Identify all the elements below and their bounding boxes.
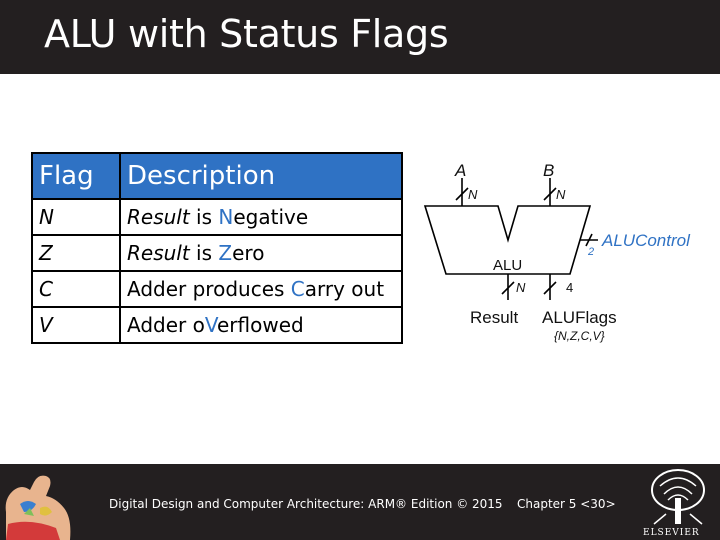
header-flag: Flag <box>31 152 121 200</box>
header-description: Description <box>119 152 403 200</box>
alu-body <box>423 205 592 275</box>
footer-bar: Digital Design and Computer Architecture… <box>0 464 720 540</box>
footer-book-title: Digital Design and Computer Architecture… <box>109 497 503 511</box>
footer-chapter: Chapter 5 <30> <box>517 497 616 511</box>
table-row: V Adder oVerflowed <box>31 306 403 344</box>
slide-title: ALU with Status Flags <box>44 12 449 56</box>
control-slash <box>585 233 593 247</box>
control-width: 2 <box>587 246 594 258</box>
title-bar: ALU with Status Flags <box>0 0 720 74</box>
desc-pre: Result <box>127 241 190 265</box>
flags-width: 4 <box>566 280 573 295</box>
desc-key-letter: Z <box>218 241 233 265</box>
elsevier-tree-logo-icon <box>651 469 705 525</box>
result-width: N <box>516 280 526 295</box>
flags-table: Flag Description N Result is Negative Z … <box>31 152 403 344</box>
flexed-arm-mascot-icon <box>5 475 71 540</box>
input-a-label: A <box>454 161 466 180</box>
result-label: Result <box>470 308 518 327</box>
flag-cell: C <box>31 270 121 308</box>
desc-post: erflowed <box>216 313 304 337</box>
desc-pre: Adder o <box>127 313 205 337</box>
flag-cell: V <box>31 306 121 344</box>
desc-post: arry out <box>304 277 385 301</box>
flag-cell: N <box>31 198 121 236</box>
desc-key-letter: V <box>204 313 217 337</box>
flag-cell: Z <box>31 234 121 272</box>
desc-pre: Adder produces <box>127 277 291 301</box>
table-row: N Result is Negative <box>31 198 403 236</box>
elsevier-logo-text: ELSEVIER <box>643 528 700 538</box>
alu-diagram: A B N N ALU ALUControl 2 N 4 Result ALUF… <box>423 161 691 343</box>
table-header-row: Flag Description <box>31 152 403 200</box>
desc-mid: is <box>189 241 219 265</box>
alu-label: ALU <box>493 257 522 274</box>
control-label: ALUControl <box>601 231 691 250</box>
input-b-label: B <box>543 161 554 180</box>
table-row: C Adder produces Carry out <box>31 270 403 308</box>
description-cell: Adder oVerflowed <box>119 306 403 344</box>
input-a-slash <box>455 187 469 201</box>
flags-slash <box>543 281 557 295</box>
input-b-width: N <box>556 187 566 202</box>
input-b-slash <box>543 187 557 201</box>
desc-mid: is <box>189 205 219 229</box>
flags-members: {N,Z,C,V} <box>554 329 605 343</box>
description-cell: Adder produces Carry out <box>119 270 403 308</box>
description-cell: Result is Zero <box>119 234 403 272</box>
desc-post: egative <box>233 205 309 229</box>
flags-label: ALUFlags <box>542 308 617 327</box>
description-cell: Result is Negative <box>119 198 403 236</box>
desc-post: ero <box>232 241 265 265</box>
table-row: Z Result is Zero <box>31 234 403 272</box>
input-a-width: N <box>468 187 478 202</box>
desc-key-letter: N <box>218 205 234 229</box>
desc-key-letter: C <box>290 277 305 301</box>
desc-pre: Result <box>127 205 190 229</box>
result-slash <box>501 281 515 295</box>
